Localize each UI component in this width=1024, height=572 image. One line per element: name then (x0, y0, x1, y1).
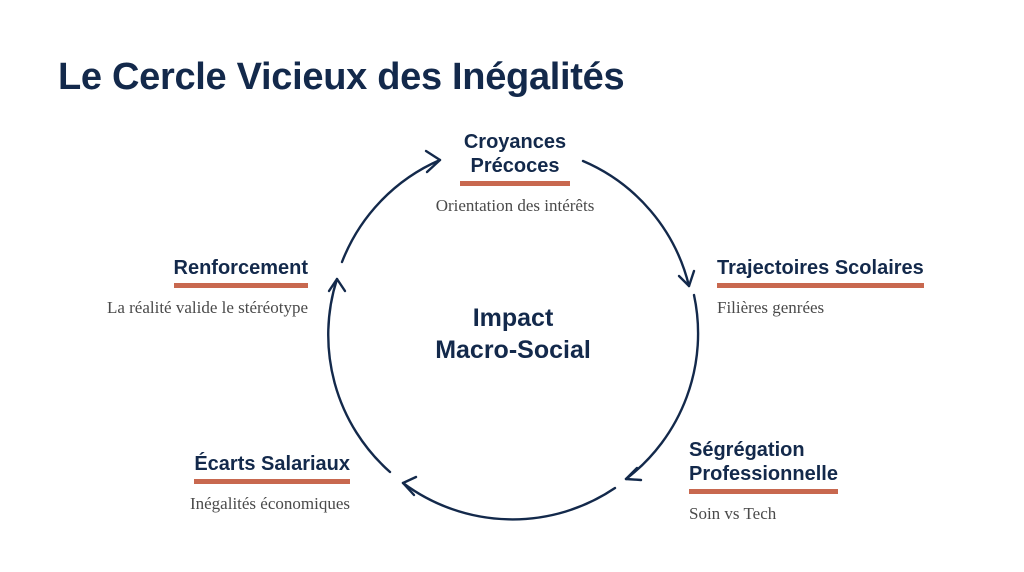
node-description: Inégalités économiques (189, 494, 350, 513)
node-description: La réalité valide le stéréotype (106, 298, 308, 317)
node-renforcement: Renforcement La réalité valide le stéréo… (60, 256, 308, 318)
page-title: Le Cercle Vicieux des Inégalités (58, 56, 625, 98)
node-trajectoires-scolaires: Trajectoires Scolaires Filières genrées (717, 256, 924, 318)
node-segregation-professionnelle: Ségrégation Professionnelle Soin vs Tech (689, 438, 838, 524)
node-title: Écarts Salariaux (194, 452, 350, 484)
cycle-center-label: Impact Macro-Social (383, 302, 643, 366)
center-label-line: Macro-Social (435, 336, 591, 364)
node-description: Soin vs Tech (689, 504, 777, 523)
node-title-line: Professionnelle (689, 463, 838, 485)
node-title-line: Ségrégation (689, 439, 805, 461)
arrow-left-icon (624, 466, 643, 482)
node-title: Renforcement (173, 256, 308, 288)
node-croyances-precoces: Croyances Précoces Orientation des intér… (420, 130, 610, 216)
cycle-arc-croyances-to-trajectoires (581, 159, 691, 288)
cycle-arc-renforcement-to-croyances (340, 158, 442, 264)
node-description: Filières genrées (717, 298, 825, 317)
cycle-arc-trajectoires-to-segregation (624, 293, 700, 481)
arrow-left-icon (401, 475, 418, 497)
arrow-up-icon (327, 277, 347, 293)
node-title: Croyances Précoces (459, 130, 571, 186)
node-title: Ségrégation Professionnelle (689, 438, 838, 494)
arrow-right-icon (424, 149, 442, 174)
cycle-arc-ecarts-to-renforcement (327, 277, 392, 474)
node-title: Trajectoires Scolaires (717, 256, 924, 288)
cycle-arc-segregation-to-ecarts (401, 481, 617, 521)
node-description: Orientation des intérêts (435, 196, 595, 215)
arrow-down-icon (677, 269, 696, 288)
node-title-line: Précoces (470, 155, 560, 177)
center-label-line: Impact (472, 304, 554, 332)
node-ecarts-salariaux: Écarts Salariaux Inégalités économiques (150, 452, 350, 514)
node-title-line: Croyances (463, 131, 567, 153)
